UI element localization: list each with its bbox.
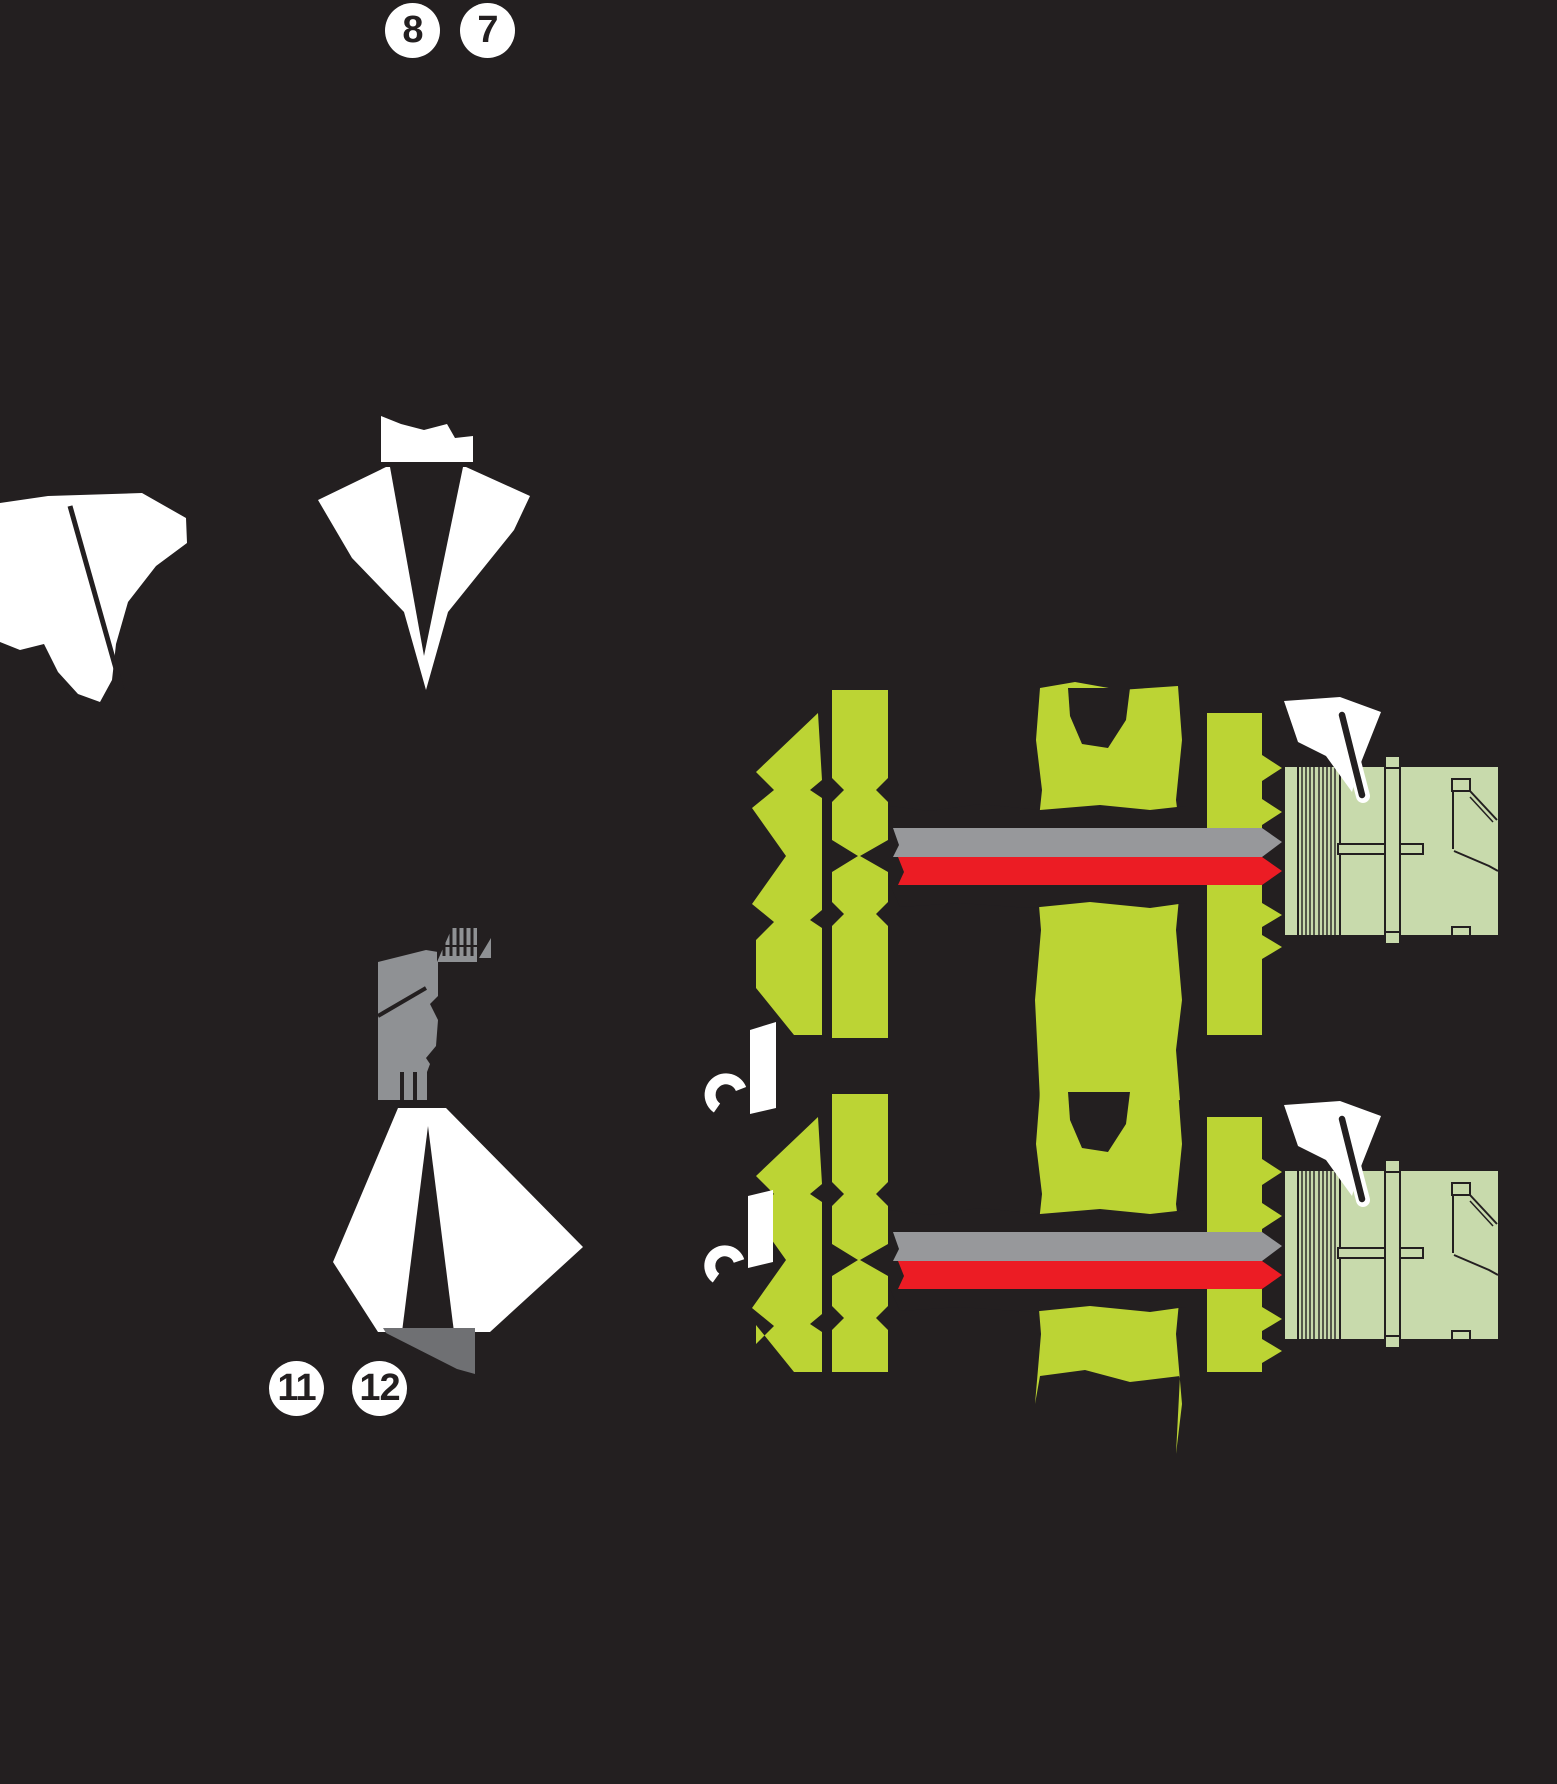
crossbar [1337,1247,1424,1259]
callout-8: 8 [385,3,440,58]
internal-shadow [1068,1092,1130,1152]
flow-arrow-gray [893,828,1282,857]
hook-curl [704,1073,747,1113]
cut-column-b [832,1094,888,1372]
pointer-line [1338,1115,1366,1203]
crossbar [1337,843,1424,855]
callout-7: 7 [460,3,515,58]
callout-8-label: 8 [402,9,423,51]
pointer-line [1338,711,1366,799]
hook-curl [704,1245,745,1283]
up-arrow-highlight [333,1108,583,1374]
flow-arrow-gray [893,1232,1282,1261]
cap-bar [381,416,473,462]
cut-column-a [752,1117,822,1372]
gray-hand-detail [376,928,491,1100]
pointer-highlight [1284,697,1381,803]
kite-body [333,1108,583,1332]
flow-arrow-red [898,857,1282,885]
white-hook-upper [704,1022,776,1114]
flange [1384,1159,1401,1349]
pointer-highlight [1284,1101,1381,1207]
callout-11: 11 [269,1361,324,1416]
valve-detail [1451,1182,1471,1196]
needle-line [67,505,125,691]
callout-12-label: 12 [359,1367,400,1409]
cut-column-b [832,690,888,1038]
gray-wedge [383,1328,475,1374]
hose-connector [1283,1159,1500,1349]
callout-12: 12 [352,1361,407,1416]
callout-11-label: 11 [277,1367,316,1409]
up-arrow-icon [402,1126,454,1332]
callout-7-label: 7 [477,9,498,51]
white-hook-lower [704,1190,773,1283]
cross-section-assembly-top [752,682,1500,1106]
cut-column-a [752,713,822,1035]
hand-body [378,950,438,1072]
valve-detail [1451,778,1471,792]
white-fragment-left [0,493,187,702]
hose-connector [1283,755,1500,945]
flange [1384,755,1401,945]
down-arrow-highlight [318,416,530,690]
down-arrow-icon [390,467,463,656]
flow-arrow-red [898,1261,1282,1289]
internal-shadow [1068,688,1130,748]
cross-section-assembly-bottom [752,1086,1500,1454]
